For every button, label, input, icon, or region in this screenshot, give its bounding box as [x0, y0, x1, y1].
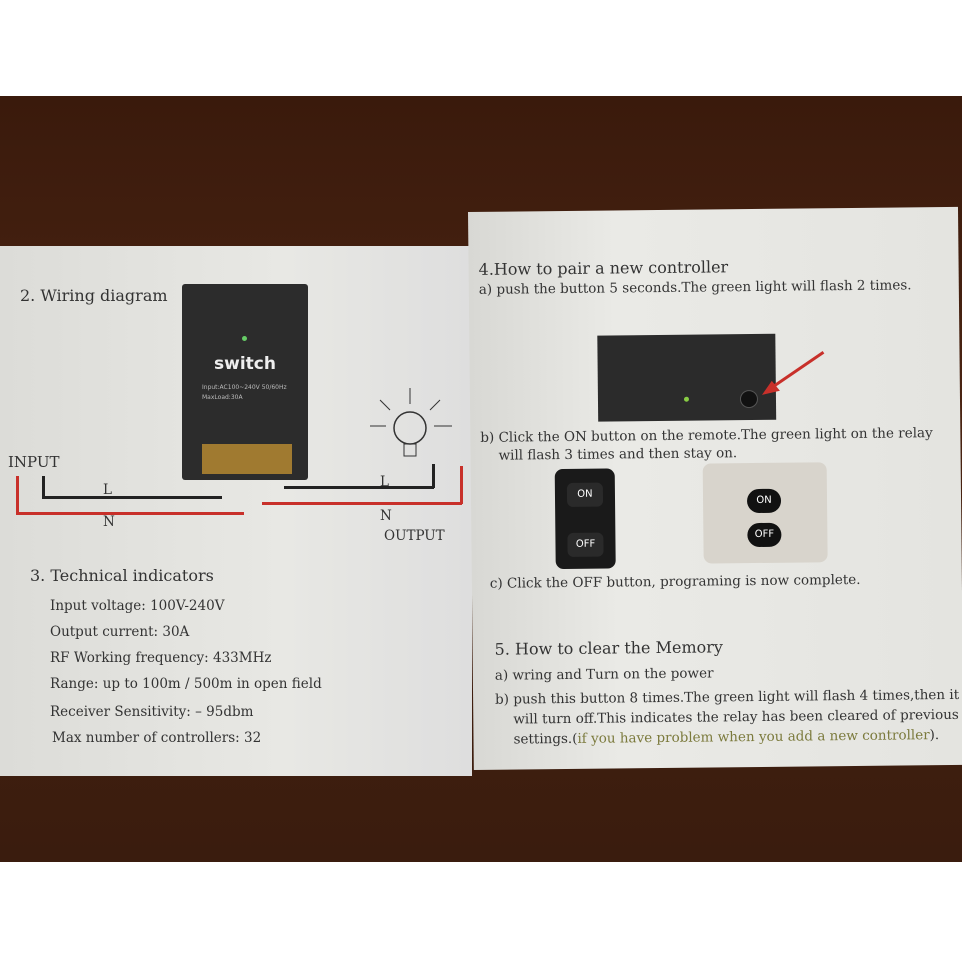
device-spec: Input:AC100~240V 50/60Hz: [202, 384, 287, 391]
tech-title: 3. Technical indicators: [30, 566, 214, 585]
wire-black: [284, 486, 434, 489]
remote-white: ON OFF: [702, 462, 828, 564]
n-out-label: N: [380, 508, 392, 524]
device-spec: MaxLoad:30A: [202, 394, 243, 401]
led-icon: [242, 336, 247, 341]
terminal-block: [202, 444, 292, 474]
pair-button-icon: [739, 389, 759, 409]
right-page: 4.How to pair a new controller a) push t…: [468, 206, 962, 770]
red-arrow-icon: [761, 351, 825, 395]
clear-step-b: b) push this button 8 times.The green li…: [495, 686, 960, 708]
clear-step-b-note: settings.(if you have problem when you a…: [513, 727, 939, 747]
output-label: OUTPUT: [384, 528, 445, 544]
wire-red: [460, 466, 463, 504]
remote-on-button: ON: [746, 488, 782, 514]
input-label: INPUT: [8, 453, 60, 471]
pair-title: 4.How to pair a new controller: [478, 257, 729, 279]
relay-device-photo: [597, 333, 777, 422]
wire-red: [16, 512, 244, 515]
remote-dark: ON OFF: [554, 468, 616, 570]
led-icon: [683, 396, 689, 402]
wire-black: [42, 476, 45, 498]
l-in-label: L: [103, 482, 112, 498]
clear-title: 5. How to clear the Memory: [494, 637, 723, 659]
wire-red: [16, 476, 19, 514]
note-suffix: ).: [929, 727, 940, 744]
device-label: switch: [214, 354, 276, 374]
remote-off-button: OFF: [747, 522, 782, 548]
pair-step-a: a) push the button 5 seconds.The green l…: [478, 277, 912, 298]
wire-red: [262, 502, 462, 505]
clear-step-b-cont: will turn off.This indicates the relay h…: [513, 706, 959, 728]
wire-black: [432, 464, 435, 488]
wire-black: [42, 496, 222, 499]
pair-step-c: c) Click the OFF button, programing is n…: [489, 571, 861, 592]
tech-item: Output current: 30A: [50, 624, 190, 640]
tech-item: Receiver Sensitivity: – 95dbm: [50, 704, 254, 720]
pair-step-b: b) Click the ON button on the remote.The…: [480, 425, 933, 446]
remote-on-button: ON: [566, 482, 604, 507]
tech-item: RF Working frequency: 433MHz: [50, 650, 272, 666]
l-out-label: L: [380, 474, 389, 490]
light-bulb-icon: [370, 388, 452, 457]
remote-off-button: OFF: [567, 532, 604, 557]
relay-switch-device: switch Input:AC100~240V 50/60Hz MaxLoad:…: [182, 284, 308, 480]
pair-step-b-cont: will flash 3 times and then stay on.: [498, 445, 738, 464]
note-prefix: settings.(: [513, 730, 578, 748]
tech-item: Input voltage: 100V-240V: [50, 598, 225, 614]
n-in-label: N: [103, 514, 115, 530]
wiring-title: 2. Wiring diagram: [20, 286, 168, 305]
note-text: if you have problem when you add a new c…: [577, 727, 930, 747]
tech-item: Range: up to 100m / 500m in open field: [50, 676, 322, 692]
tech-item: Max number of controllers: 32: [52, 730, 262, 746]
clear-step-a: a) wring and Turn on the power: [494, 665, 714, 684]
